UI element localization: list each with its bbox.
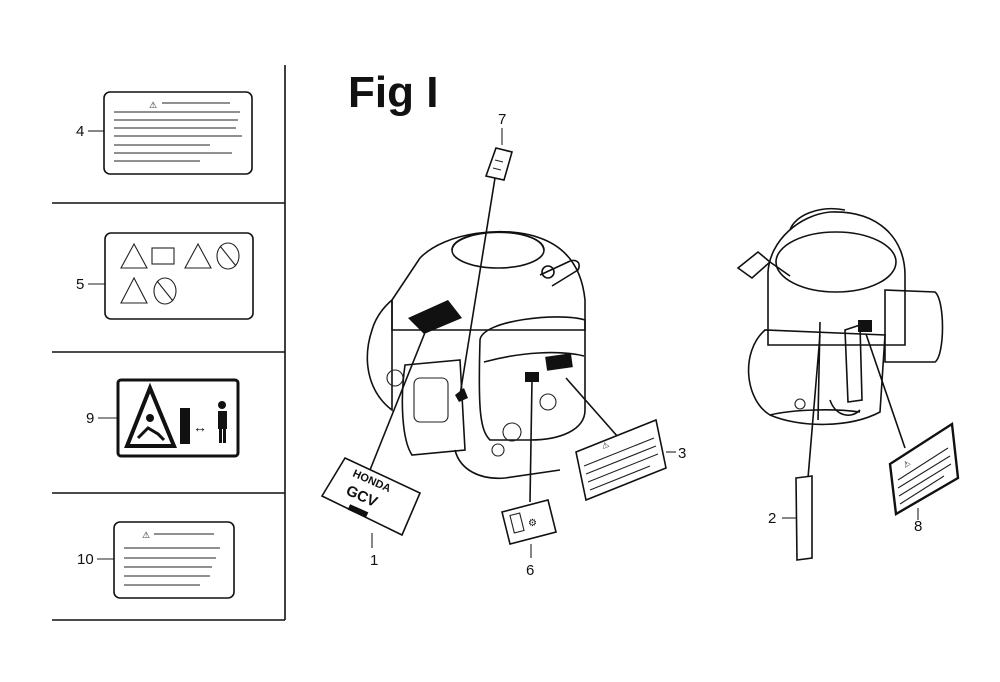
callout-1: 1: [370, 552, 378, 569]
callout-6: 6: [526, 562, 534, 579]
part-2-strip-label: 2: [768, 334, 821, 561]
blade-guard-icon: [180, 408, 190, 444]
callout-2: 2: [768, 510, 776, 527]
callout-8: 8: [914, 518, 922, 535]
callout-5: 5: [76, 276, 84, 293]
callout-9: 9: [86, 410, 94, 427]
warning-symbol: ⚠: [149, 100, 157, 110]
engine-rear-view: [736, 207, 944, 426]
part-7-label: 7: [459, 111, 513, 396]
engine-front-view: [366, 230, 586, 480]
warning-symbol: ⚠: [600, 440, 610, 451]
part-10-warning-label: 10 ⚠: [77, 521, 235, 599]
warning-triangle-icon: [120, 242, 148, 269]
callout-7: 7: [498, 111, 506, 128]
distance-arrow-icon: ↔: [193, 419, 207, 435]
part-3-warning-label: ⚠ 3: [565, 377, 686, 502]
side-panel: [52, 65, 286, 621]
person-icon: [218, 401, 226, 409]
rear-decal-icon: [858, 320, 872, 332]
small-decal-icon: [525, 372, 539, 382]
callout-10: 10: [77, 551, 94, 568]
part-9-danger-label: 9 ↔: [86, 378, 240, 458]
warning-symbol: ⚠: [901, 458, 912, 469]
engine-icon: ⚙: [528, 518, 537, 529]
prohibited-icon: [216, 242, 240, 270]
part-5-pictogram-label: 5: [76, 232, 254, 320]
prohibited-icon: [153, 277, 177, 305]
part-4-warning-label: 4 ⚠: [76, 91, 253, 175]
warning-symbol: ⚠: [142, 530, 150, 540]
warning-triangle-icon: [184, 242, 212, 269]
callout-3: 3: [678, 445, 686, 462]
side-decal-icon: [545, 353, 573, 371]
warning-triangle-icon: [120, 276, 148, 304]
part-6-label: ⚙ 6: [501, 379, 557, 579]
top-decal-icon: [408, 300, 462, 334]
figure-title: Fig I: [348, 68, 438, 117]
part-8-warning-label: ⚠ 8: [865, 333, 960, 535]
part-1-honda-badge: HONDA GCV 1: [320, 324, 429, 569]
manual-icon: [151, 247, 175, 265]
callout-4: 4: [76, 123, 84, 140]
